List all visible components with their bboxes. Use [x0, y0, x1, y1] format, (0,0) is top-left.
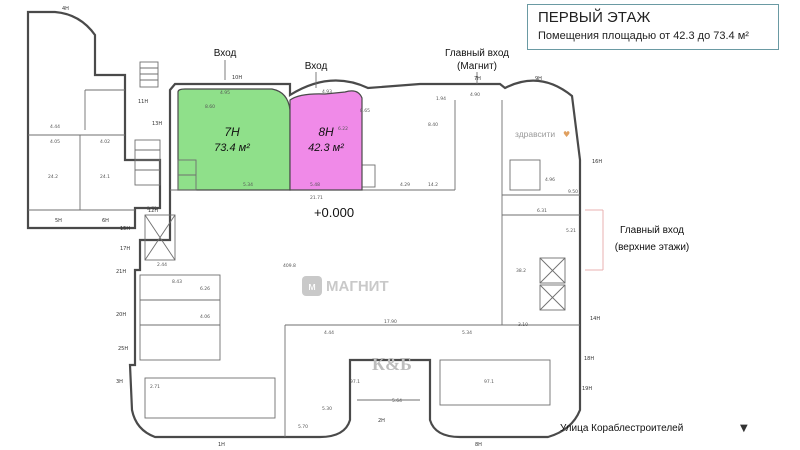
axis-label: 15Н — [120, 226, 130, 232]
axis-label: 25Н — [118, 346, 128, 352]
axis-label: 18Н — [584, 356, 594, 362]
axis-label: 20Н — [116, 312, 126, 318]
axis-label: 8Н — [475, 442, 482, 448]
unit-8h[interactable] — [289, 90, 363, 191]
dim-label: 4.96 — [545, 177, 555, 183]
street-arrow-icon: ▼ — [740, 423, 748, 434]
zdravcity-logo-text: здравсити — [515, 129, 555, 139]
dim-label: 17.90 — [384, 319, 397, 325]
zdravcity-logo: здравсити ♥ — [515, 129, 570, 139]
main-entrance-upper-sub: (верхние этажи) — [615, 242, 690, 253]
dim-label: 4.29 — [400, 182, 410, 188]
entrance-right-label: Вход — [305, 61, 328, 72]
dim-label: 8.43 — [172, 279, 182, 285]
unit-7h-area: 73.4 м² — [214, 142, 250, 154]
entrance-left-label: Вход — [214, 48, 237, 59]
axis-label: 11Н — [138, 99, 148, 105]
dim-label: 21.71 — [310, 195, 323, 201]
dim-label: 4.02 — [100, 139, 110, 145]
magnit-logo-glyph: м — [308, 281, 316, 293]
dim-label: 6.31 — [537, 208, 547, 214]
dim-label: 5.34 — [243, 182, 253, 188]
dim-label: 2.71 — [150, 384, 160, 390]
magnit-logo: м МАГНИТ — [302, 276, 389, 296]
main-entrance-magnit-label: Главный вход — [445, 48, 509, 59]
dim-label: 409.8 — [283, 263, 296, 269]
elevation-mark: +0.000 — [314, 205, 354, 220]
dim-label: 24.2 — [48, 174, 58, 180]
magnit-logo-text: МАГНИТ — [326, 278, 389, 295]
axis-label: 13Н — [152, 121, 162, 127]
dim-label: 2.44 — [157, 262, 167, 268]
dim-label: 5.48 — [310, 182, 320, 188]
unit-7h-toilets — [177, 159, 197, 191]
axis-label: 5Н — [55, 218, 62, 224]
axis-label: 21Н — [116, 269, 126, 275]
dim-label: 97.1 — [484, 379, 494, 385]
dim-label: 5.21 — [566, 228, 576, 234]
dim-label: 8.65 — [360, 108, 370, 114]
axis-label: 7Н — [474, 76, 481, 82]
dim-label: 4.93 — [322, 89, 332, 95]
dim-label: 97.1 — [350, 379, 360, 385]
dim-label: 3.10 — [518, 322, 528, 328]
axis-label: 4Н — [62, 6, 69, 12]
dim-label: 1.94 — [436, 96, 446, 102]
dim-label: 4.44 — [50, 124, 60, 130]
axis-label: 1Н — [218, 442, 225, 448]
axis-label: 2Н — [378, 418, 385, 424]
dim-label: 6.26 — [200, 286, 210, 292]
dim-label: 5.64 — [392, 398, 402, 404]
dim-label: 5.34 — [462, 330, 472, 336]
main-entrance-magnit-sub: (Магнит) — [457, 61, 497, 72]
axis-label: 16Н — [592, 159, 602, 165]
dim-label: 5.30 — [322, 406, 332, 412]
page-title: ПЕРВЫЙ ЭТАЖ — [538, 9, 651, 26]
kb-logo: К&Б — [372, 354, 412, 374]
street-label: Улица Кораблестроителей — [560, 422, 683, 434]
dim-label: 24.1 — [100, 174, 110, 180]
magnit-logo-icon — [302, 276, 322, 296]
dim-label: 38.2 — [516, 268, 526, 274]
dim-label: 14.2 — [428, 182, 438, 188]
unit-7h-title: 7Н — [224, 125, 240, 139]
heart-icon: ♥ — [563, 130, 570, 139]
dim-label: 8.60 — [205, 104, 215, 110]
dim-label: 4.05 — [50, 139, 60, 145]
dim-label: 9.50 — [568, 189, 578, 195]
axis-label: 19Н — [582, 386, 592, 392]
dim-label: 4.44 — [324, 330, 334, 336]
dim-label: 2.71 — [147, 206, 157, 212]
axis-label: 3Н — [116, 379, 123, 385]
dim-label: 4.06 — [200, 314, 210, 320]
dim-label: 5.70 — [298, 424, 308, 430]
dim-label: 8.40 — [428, 122, 438, 128]
axis-label: 10Н — [232, 75, 242, 81]
unit-8h-title: 8Н — [318, 125, 334, 139]
axis-label: 12Н — [148, 208, 158, 214]
axis-label: 17Н — [120, 246, 130, 252]
dim-label: 4.90 — [470, 92, 480, 98]
axis-label: 14Н — [590, 316, 600, 322]
dim-label: 4.95 — [220, 90, 230, 96]
page-subtitle: Помещения площадью от 42.3 до 73.4 м² — [538, 30, 749, 42]
dim-label: 6.22 — [338, 126, 348, 132]
left-wing — [26, 10, 162, 230]
unit-8h-area: 42.3 м² — [308, 142, 344, 154]
title-box: ПЕРВЫЙ ЭТАЖ Помещения площадью от 42.3 д… — [527, 4, 779, 50]
main-entrance-upper-label: Главный вход — [620, 225, 684, 236]
axis-label: 6Н — [102, 218, 109, 224]
axis-label: 9Н — [535, 76, 542, 82]
